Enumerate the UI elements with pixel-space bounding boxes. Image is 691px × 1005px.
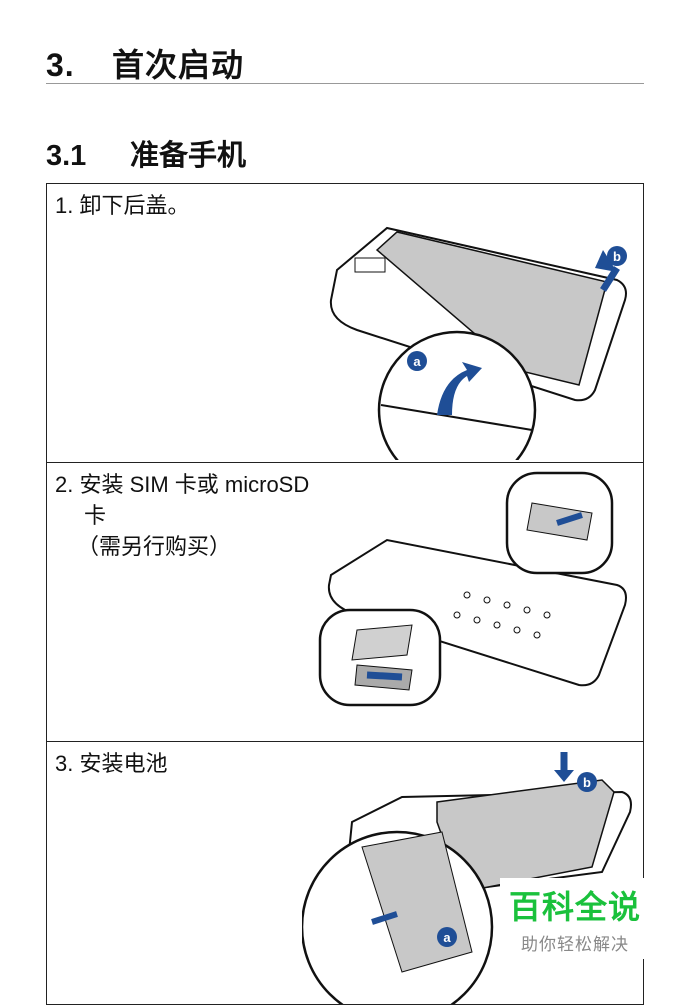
install-sim-illustration [318,471,627,707]
heading-rule [46,83,644,84]
steps-table: 1. 卸下后盖。 a b 2. 安装 SIM 卡或 microSD 卡 （需另行… [46,183,644,1005]
install-battery-illustration: b a [302,752,632,1004]
step-2-cell: 2. 安装 SIM 卡或 microSD 卡 （需另行购买） [47,463,643,742]
watermark-logo: 百科全说 助你轻松解决 [500,878,650,959]
svg-text:a: a [443,930,451,945]
marker-a-icon [407,351,427,371]
svg-text:b: b [613,249,621,264]
step-2-text: 2. 安装 SIM 卡或 microSD 卡 （需另行购买） [55,472,310,559]
step-3-text: 3. 安装电池 [55,751,168,776]
chapter-heading: 3.首次启动 [46,47,245,83]
step-1-text: 1. 卸下后盖。 [55,193,190,218]
step-1-cell: 1. 卸下后盖。 a b [47,184,643,463]
svg-text:b: b [583,775,591,790]
remove-cover-illustration: a b [329,226,627,460]
marker-b-icon [577,772,597,792]
svg-text:a: a [413,354,421,369]
marker-a-icon [437,927,457,947]
marker-b-icon [607,246,627,266]
step-3-cell: 3. 安装电池 b a [47,742,643,1004]
